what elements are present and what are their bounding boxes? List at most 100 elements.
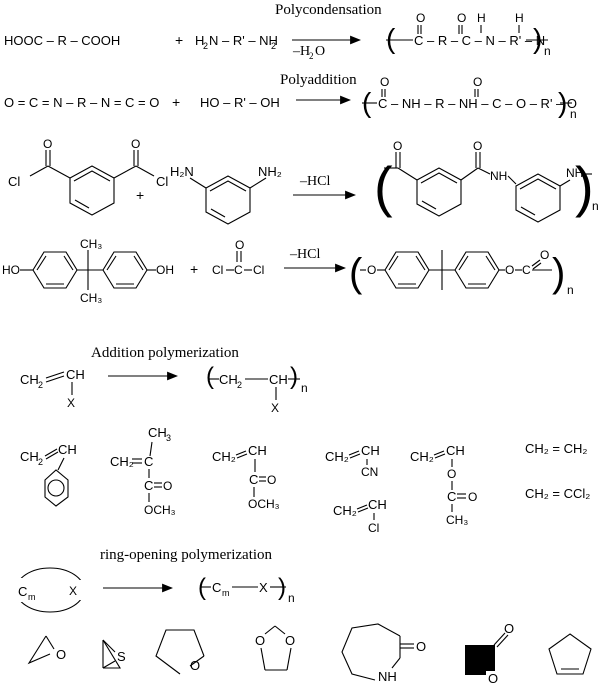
substituent-x: X: [271, 401, 279, 415]
ring-bonds: [102, 639, 121, 669]
ring-bonds: [341, 623, 401, 681]
c: C: [144, 454, 153, 469]
hydrogen: H: [477, 11, 486, 25]
diol: HO – R' – OH: [200, 95, 280, 110]
double-bond: [433, 450, 445, 456]
tetrahydrofuran: O: [155, 629, 205, 675]
bond: [460, 167, 479, 181]
aromatic-bond: [74, 199, 90, 209]
diamine-h: H: [195, 33, 204, 48]
ring-bonds: [155, 629, 205, 675]
aramid-reaction: O Cl O Cl + H₂N NH₂ –HCl ( O O NH: [8, 137, 599, 225]
aromatic-bond: [63, 255, 74, 271]
ring-bond: [260, 647, 266, 671]
label-background: [486, 671, 502, 685]
subscript: 2: [309, 51, 314, 61]
dioxolane: O O: [255, 625, 295, 671]
double-bond: [356, 504, 368, 510]
c: C: [447, 489, 456, 504]
beta-propiolactone: O O: [465, 621, 514, 686]
diisocyanate: O = C = N – R – N = C = O: [4, 95, 159, 110]
styrene: CH 2 CH: [20, 442, 77, 507]
oxygen: O: [235, 238, 244, 252]
aromatic-bond: [421, 200, 437, 210]
phosgene-c: C: [234, 263, 243, 277]
subscript-m: m: [28, 592, 36, 602]
sulfur: S: [117, 649, 126, 664]
ch2: CH₂: [110, 454, 134, 469]
label-background: [12, 578, 40, 602]
benzene-ring: [384, 251, 430, 289]
oxygen: O: [285, 633, 295, 648]
double-bond: [434, 453, 446, 459]
vinylidene-chloride: CH₂ = CCl₂: [525, 486, 590, 501]
aromatic-bond: [485, 255, 496, 271]
ch2: CH₂: [333, 503, 357, 518]
plus-sign: +: [136, 187, 144, 203]
plus-sign: +: [172, 94, 180, 110]
subscript: 2: [38, 457, 43, 467]
benzene-ring: [515, 173, 561, 223]
repeat-n: n: [301, 381, 308, 395]
bracket-left: (: [349, 251, 363, 295]
oxygen: O: [473, 75, 482, 89]
double-bond: [235, 450, 247, 456]
ring-bonds: [548, 633, 592, 675]
aromatic-bond: [520, 206, 536, 216]
bond: [507, 175, 517, 185]
ring-bond: [391, 657, 401, 669]
methyl: CH₃: [80, 291, 102, 305]
repeat-n: n: [544, 44, 551, 58]
vinyl-monomers: CH 2 CH CH 3 CH₂ C C O OCH₃: [20, 425, 590, 535]
cn: CN: [361, 465, 378, 479]
phosgene-cl-right: Cl: [253, 263, 264, 277]
aromatic-bond: [388, 255, 399, 271]
och3: OCH₃: [144, 503, 176, 517]
ring-bond: [102, 660, 116, 669]
ring-o: O: [488, 671, 498, 686]
subscript-m: m: [222, 588, 230, 598]
addition-polymerization: Addition polymerization CH 2 CH X ( CH 2…: [20, 345, 308, 415]
ch2: CH₂: [410, 449, 434, 464]
aromatic-bond: [36, 255, 47, 271]
dicarboxylic-acid: HOOC – R – COOH: [4, 33, 120, 48]
double-bond: [44, 448, 58, 457]
plus-sign: +: [190, 261, 198, 277]
ring-bond: [189, 655, 205, 667]
ch: CH: [58, 442, 77, 457]
aromatic-bond: [133, 255, 144, 271]
aromatic-bond: [210, 208, 226, 218]
methyl: CH₃: [80, 237, 102, 251]
benzene-ring: [44, 469, 69, 507]
benzene-ring: [102, 251, 148, 289]
ch3-top: CH: [148, 425, 167, 440]
subscript: 2: [38, 380, 43, 390]
ring-bond: [274, 625, 286, 635]
ch: CH: [446, 443, 465, 458]
ring-opening-title: ring-opening polymerization: [100, 547, 273, 563]
hydroxyl-left: HO: [2, 263, 20, 277]
aromatic-bond: [519, 178, 557, 190]
subscript: 3: [166, 433, 171, 443]
diamine: N – R' – NH: [209, 33, 278, 48]
oxygen: O: [43, 137, 52, 151]
ring-cm: C: [18, 584, 27, 599]
cyclic-monomers: O S O O O: [27, 621, 592, 686]
oxygen: O: [393, 139, 402, 153]
bond: [559, 179, 571, 187]
amide-nh: NH: [566, 166, 583, 180]
ch: CH: [248, 443, 267, 458]
oxygen: O: [457, 11, 466, 25]
aromatic-bond: [458, 255, 469, 271]
aromatic-bond: [106, 255, 117, 271]
carbonyl-o: O: [416, 639, 426, 654]
ch2: CH₂: [325, 449, 349, 464]
ring-bond: [102, 639, 116, 653]
double-bond: [45, 375, 65, 383]
chlorine: Cl: [8, 174, 20, 189]
ring-bond: [45, 635, 55, 650]
vinyl-ch2: CH: [20, 372, 39, 387]
vinyl-ch: CH: [66, 367, 85, 382]
oxygen: O: [255, 633, 265, 648]
polyurethane: C – NH – R – NH – C – O – R' – O: [378, 96, 577, 111]
